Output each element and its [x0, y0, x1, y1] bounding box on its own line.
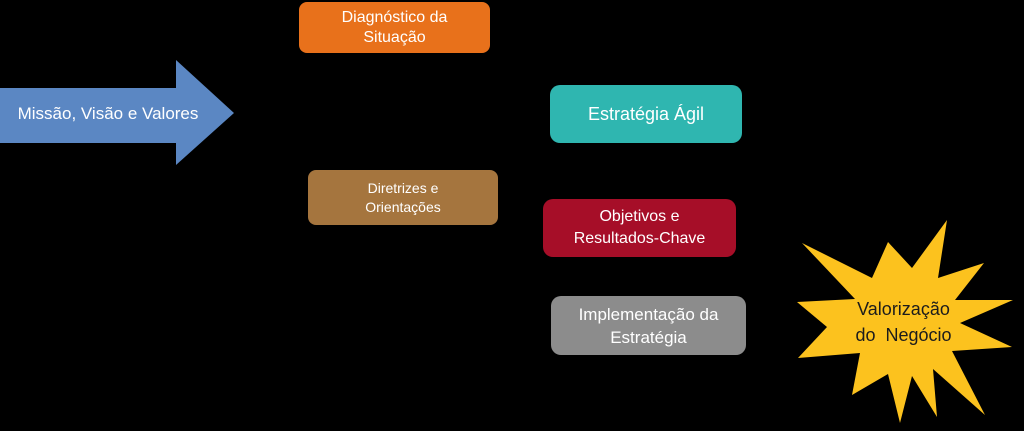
right-arrow-shape	[0, 60, 234, 165]
value-starburst: Valorização do Negócio	[793, 218, 1014, 426]
starburst-shape	[797, 220, 1013, 423]
box-estrategia-agil: Estratégia Ágil	[550, 85, 742, 143]
box-diretrizes-e-orientacoes: Diretrizes e Orientações	[308, 170, 498, 225]
box-diretrizes-label: Diretrizes e Orientações	[365, 179, 441, 215]
box-implementacao-estrategia: Implementação da Estratégia	[551, 296, 746, 355]
box-estrategia-agil-label: Estratégia Ágil	[587, 104, 705, 124]
mission-arrow	[0, 60, 234, 165]
starburst-label: Valorização do Negócio	[855, 299, 952, 345]
box-implementacao-label: Implementação da Estratégia	[578, 304, 719, 347]
explosion-shape	[797, 220, 1013, 423]
box-diagnostico-da-situacao: Diagnóstico da Situação	[299, 2, 490, 53]
box-diagnostico-label: Diagnóstico da Situação	[341, 8, 448, 46]
mission-arrow-label: Missão, Visão e Valores	[17, 104, 199, 123]
box-objetivos-resultados-chave: Objetivos e Resultados-Chave	[543, 199, 736, 257]
box-okr-label: Objetivos e Resultados-Chave	[573, 208, 706, 247]
